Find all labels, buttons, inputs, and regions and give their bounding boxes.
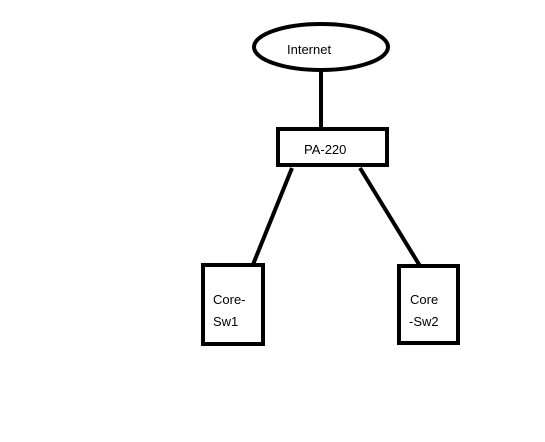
link-firewall-core-sw1 [250, 167, 294, 268]
firewall-box [276, 127, 389, 167]
core-sw2-label-line1: Core [410, 292, 438, 307]
firewall-node: PA-220 [276, 127, 389, 167]
core-sw2-label-line2: -Sw2 [409, 314, 439, 329]
link-firewall-core-sw2 [358, 166, 422, 268]
internet-label: Internet [287, 42, 331, 57]
core-sw2-node: Core -Sw2 [397, 264, 460, 345]
core-sw2-box [397, 264, 460, 345]
core-sw1-label-line1: Core- [213, 292, 246, 307]
core-sw1-box [201, 263, 265, 346]
internet-node: Internet [252, 22, 390, 72]
internet-ellipse [252, 22, 390, 72]
core-sw1-label-line2: Sw1 [213, 314, 238, 329]
firewall-label: PA-220 [304, 142, 346, 157]
core-sw1-node: Core- Sw1 [201, 263, 265, 346]
